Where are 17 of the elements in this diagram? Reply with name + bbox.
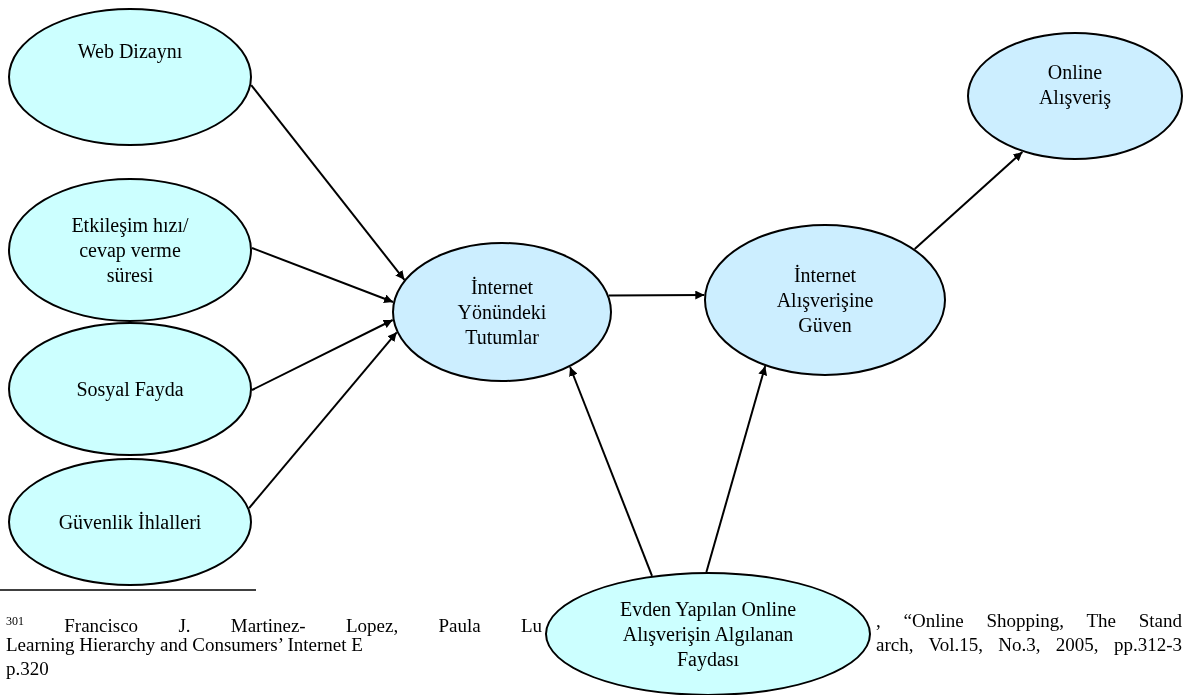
node-label: İnternet Yönündeki Tutumlar	[456, 274, 548, 350]
node-label: Online Alışveriş	[1037, 60, 1113, 110]
node-label: İnternet Alışverişine Güven	[775, 262, 875, 338]
footnote-text: arch, Vol.15, No.3, 2005, pp.312-3	[876, 634, 1182, 656]
arrow	[913, 150, 1024, 250]
node-label: Etkileşim hızı/ cevap verme süresi	[70, 212, 190, 288]
footnote-text: Learning Hierarchy and Consumers’ Internet E	[6, 634, 363, 656]
arrow	[251, 247, 395, 303]
arrow	[250, 84, 406, 281]
node-label: Web Dizaynı	[76, 38, 184, 64]
node-label: Evden Yapılan Online Alışverişin Algılanan Faydası	[618, 596, 798, 672]
node-label: Güvenlik İhlalleri	[57, 509, 203, 535]
node-label: Sosyal Fayda	[75, 376, 185, 402]
arrow	[251, 319, 394, 391]
footnote-text: , “Online Shopping, The Stand	[876, 610, 1182, 632]
arrow	[705, 365, 768, 573]
footnote-text: p.320	[6, 658, 49, 680]
